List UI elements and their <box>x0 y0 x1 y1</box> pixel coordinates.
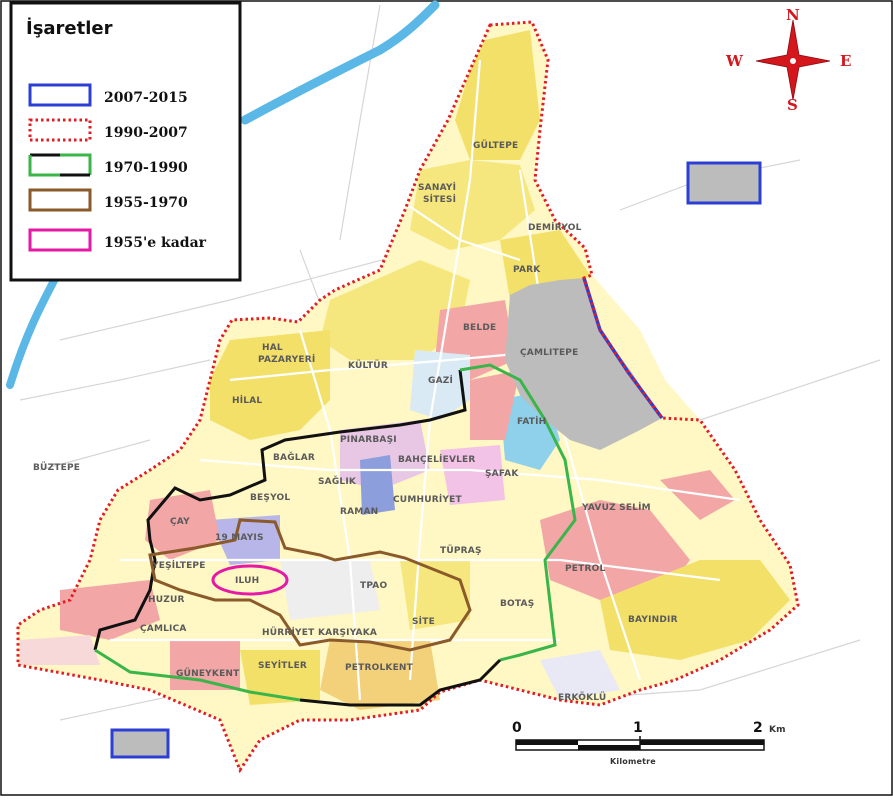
label-tupras: TÜPRAŞ <box>440 545 482 556</box>
label-besyol: BEŞYOL <box>250 493 290 503</box>
label-camlitepe: ÇAMLITEPE <box>520 348 578 358</box>
label-buztepe: BÜZTEPE <box>33 462 80 473</box>
label-seyitler: SEYİTLER <box>258 660 307 671</box>
label-petrol: PETROL <box>565 564 605 574</box>
scale-zero: 0 <box>512 720 522 736</box>
outline-pre-1955 <box>211 564 289 596</box>
legend-swatch-1970-1990 <box>28 153 92 177</box>
legend-label-pre-1955: 1955'e kadar <box>104 235 207 251</box>
legend: İşaretler 2007-2015 1990-2007 1970-1990 … <box>9 1 242 282</box>
compass-west: W <box>725 52 744 70</box>
legend-label-1970-1990: 1970-1990 <box>104 160 188 176</box>
label-erkoklu: ERKÖKLÜ <box>558 692 606 703</box>
label-karsiyaka: KARŞIYAKA <box>318 628 377 638</box>
label-park: PARK <box>513 265 541 275</box>
label-sanayi: SANAYİ <box>418 182 456 193</box>
legend-swatch-1955-1970 <box>28 188 92 212</box>
label-belde: BELDE <box>463 323 496 333</box>
label-hurriyet: HÜRRİYET <box>262 627 315 638</box>
compass-rose: N S E W <box>725 6 851 114</box>
label-hal: HAL <box>262 343 283 353</box>
label-19-mayis: 19 MAYIS <box>215 533 264 543</box>
label-site: SİTE <box>412 616 435 627</box>
label-kultur: KÜLTÜR <box>348 360 388 371</box>
label-demiryol: DEMİRYOL <box>528 222 582 233</box>
label-sitesi: SİTESİ <box>423 194 456 205</box>
legend-title: İşaretler <box>26 17 113 39</box>
compass-east: E <box>840 52 851 70</box>
label-pazaryeri: PAZARYERİ <box>258 354 315 365</box>
label-cumhuriyet: CUMHURİYET <box>393 494 462 505</box>
label-saglik: SAĞLIK <box>318 475 357 487</box>
scale-two: 2 <box>753 720 763 736</box>
outline-1970-1990 <box>93 363 577 707</box>
label-raman: RAMAN <box>340 507 378 517</box>
legend-label-1990-2007: 1990-2007 <box>104 125 188 141</box>
camlitepe-gray-zone <box>505 278 662 450</box>
scale-unit: Km <box>769 725 786 735</box>
outline-1990-2007 <box>16 20 800 774</box>
label-bahcelievler: BAHÇELİEVLER <box>398 454 476 465</box>
label-gazi: GAZİ <box>428 375 453 386</box>
label-hilal: HİLAL <box>232 395 262 406</box>
label-botas: BOTAŞ <box>500 599 534 609</box>
label-gultepe: GÜLTEPE <box>473 140 518 151</box>
scale-bar: 0 1 2 Km Kilometre <box>512 720 786 766</box>
label-camlica: ÇAMLICA <box>140 624 187 634</box>
label-huzur: HUZUR <box>148 595 185 605</box>
compass-south: S <box>787 96 798 114</box>
legend-label-2007-2015: 2007-2015 <box>104 90 188 106</box>
label-guneykent: GÜNEYKENT <box>176 668 240 679</box>
district-labels: GÜLTEPE SANAYİ SİTESİ DEMİRYOL PARK ÇAML… <box>33 140 678 703</box>
label-yesiltepe: YEŞİLTEPE <box>151 560 206 571</box>
scale-caption: Kilometre <box>610 757 656 766</box>
label-iluh: ILUH <box>235 576 259 586</box>
compass-north: N <box>786 6 800 24</box>
gray-box-southwest <box>110 728 170 759</box>
label-yavuz-selim: YAVUZ SELİM <box>581 502 651 513</box>
label-bayindir: BAYINDIR <box>628 615 678 625</box>
legend-swatch-1990-2007 <box>28 118 92 142</box>
label-pinarbasi: PINARBAŞI <box>340 435 397 445</box>
legend-label-1955-1970: 1955-1970 <box>104 195 188 211</box>
label-fatih: FATİH <box>517 416 546 427</box>
legend-swatch-2007-2015 <box>28 83 92 107</box>
label-cay: ÇAY <box>170 517 190 527</box>
outline-1955-1970 <box>148 518 472 652</box>
label-safak: ŞAFAK <box>485 469 519 479</box>
neighbourhood-patches <box>20 30 790 710</box>
legend-swatch-pre-1955 <box>28 228 92 252</box>
label-baglar: BAĞLAR <box>273 451 315 463</box>
label-petrolkent: PETROLKENT <box>345 663 414 673</box>
scale-one: 1 <box>633 720 643 736</box>
river-north <box>240 0 440 125</box>
label-tpao: TPAO <box>360 581 387 591</box>
gray-box-east <box>686 161 762 205</box>
